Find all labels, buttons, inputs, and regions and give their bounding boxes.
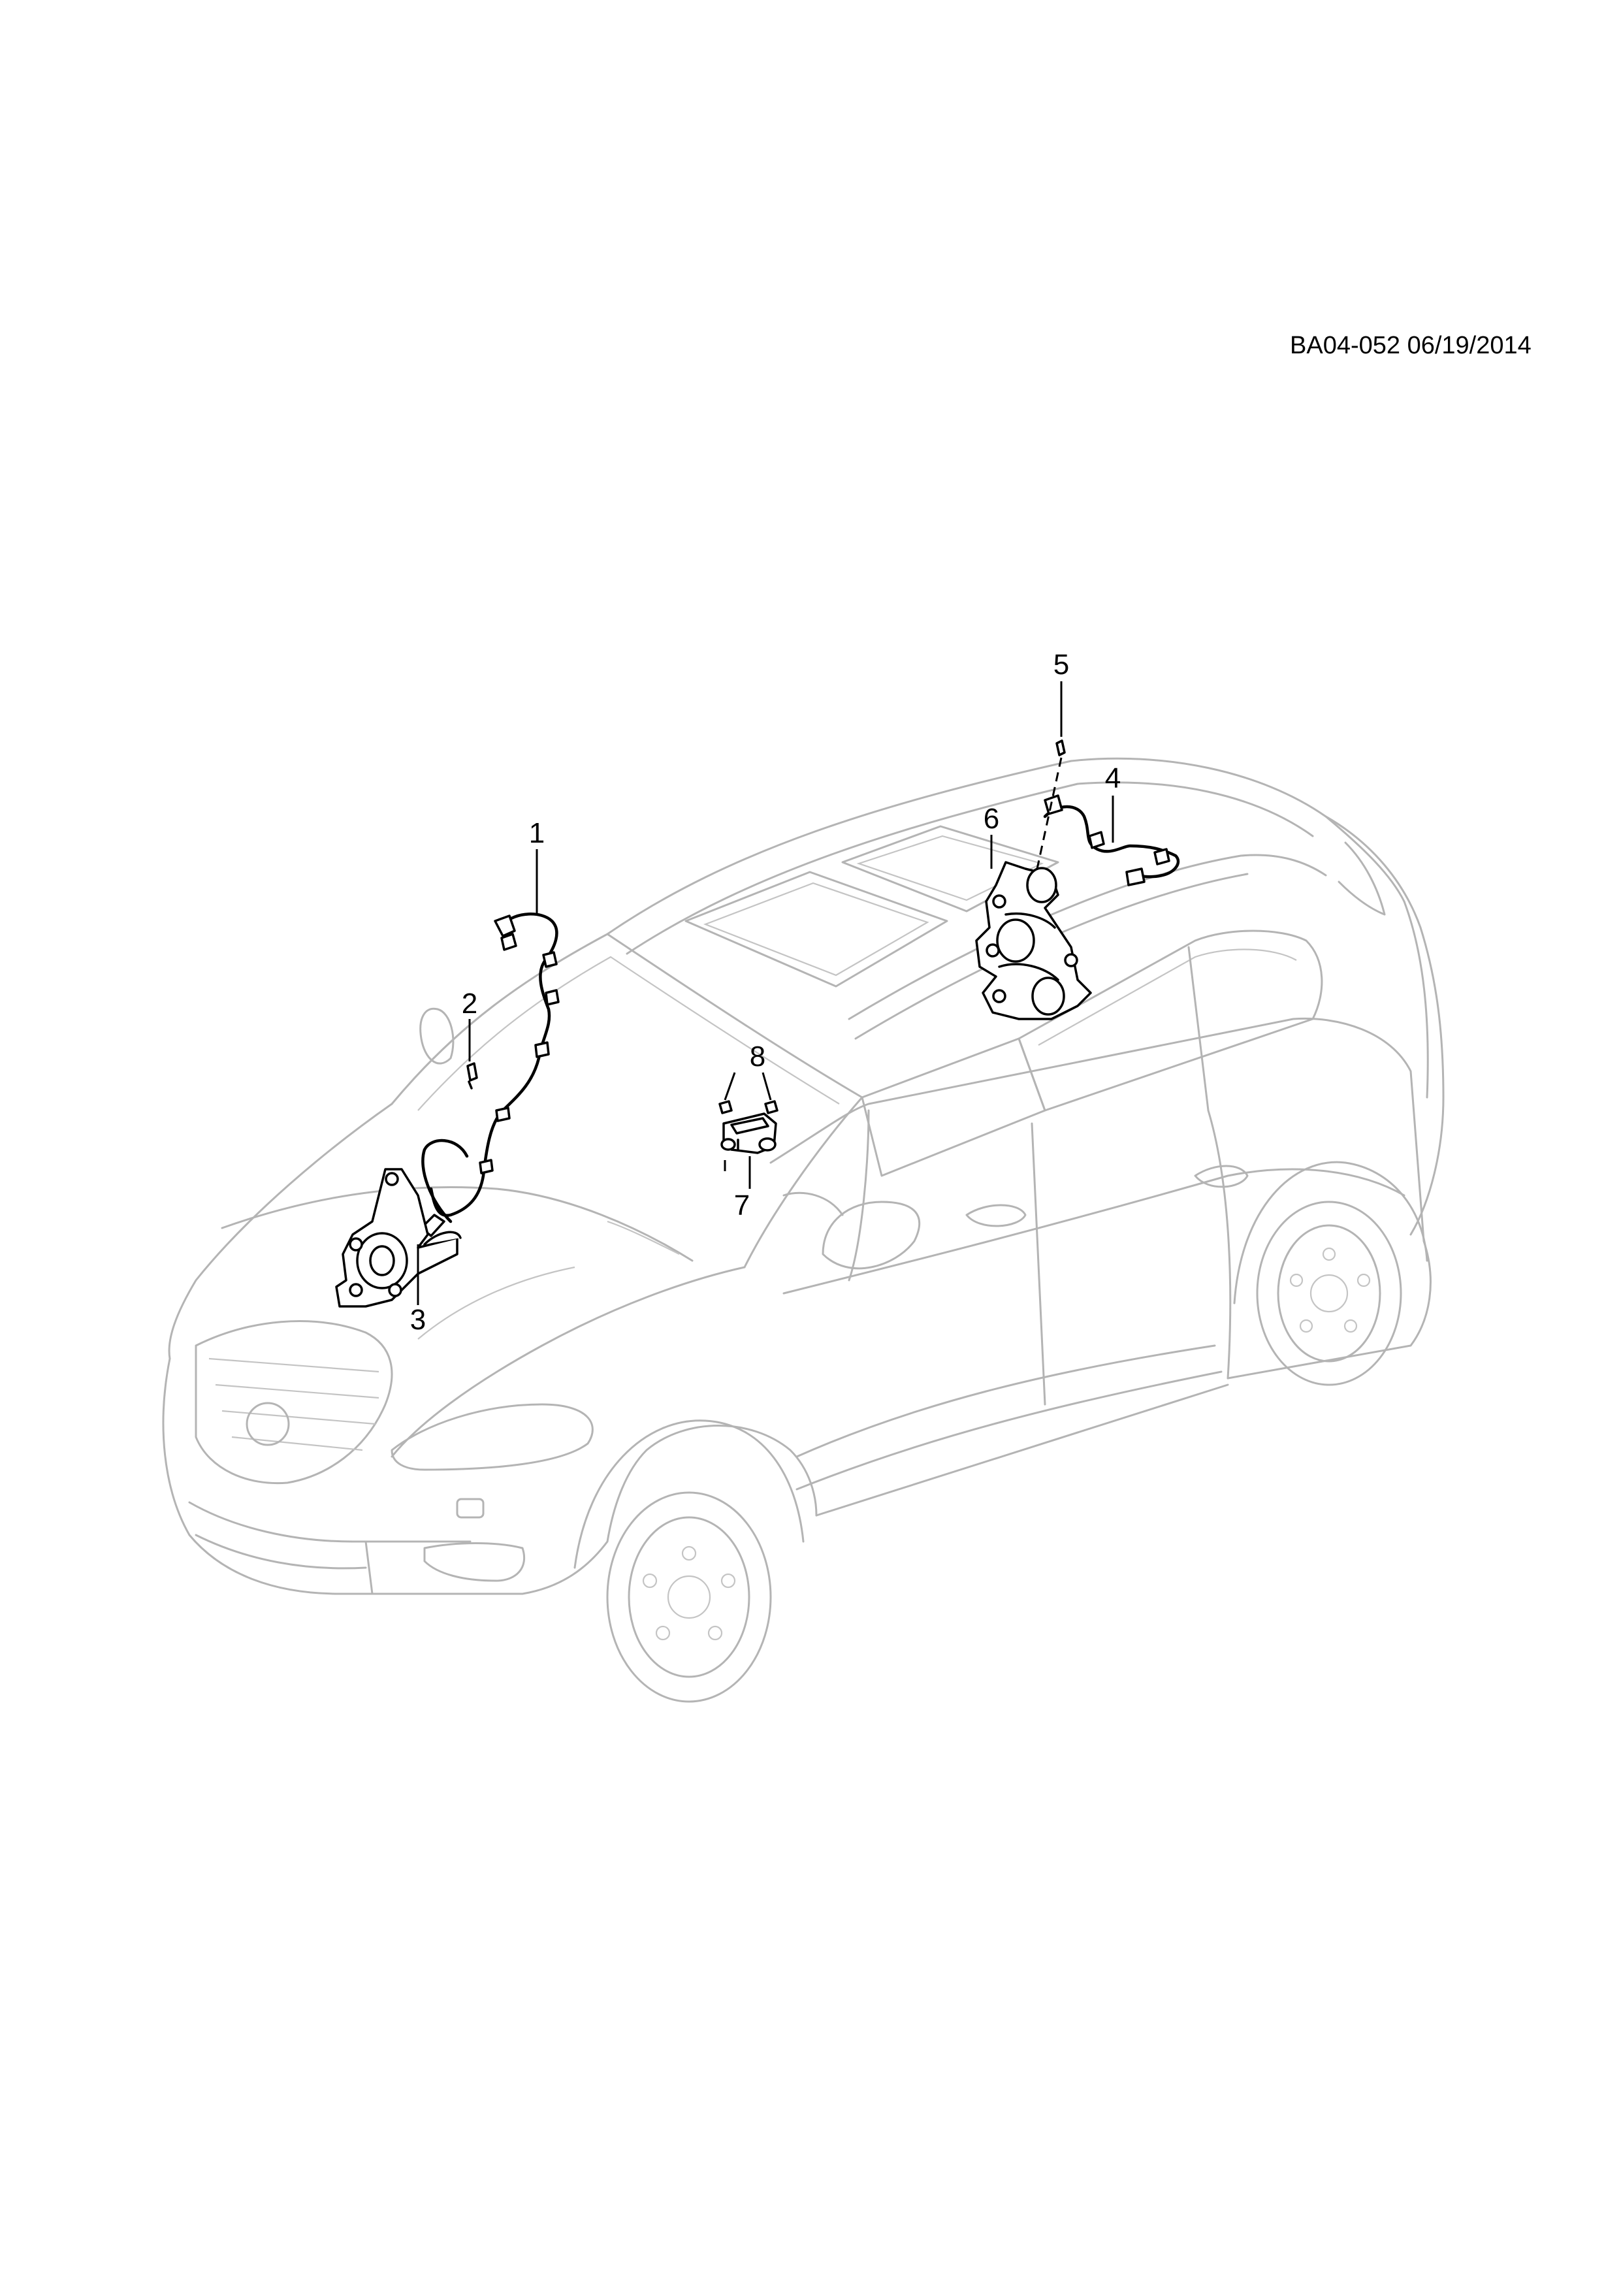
callout-6: 6: [984, 803, 999, 835]
part-2-bolt: [466, 1062, 478, 1090]
part-7-sensor-module: [720, 1112, 777, 1154]
callout-1: 1: [529, 817, 545, 849]
vehicle-outline: [162, 757, 1445, 1703]
callout-4: 4: [1105, 762, 1121, 794]
part-4-rear-wheel-speed-sensor-harness: [1043, 794, 1180, 886]
callout-5: 5: [1053, 649, 1069, 681]
part-6-rear-knuckle: [975, 861, 1092, 1020]
part-1-front-wheel-speed-sensor-harness: [429, 913, 560, 1218]
part-8-nuts: [718, 1100, 778, 1114]
callout-3: 3: [410, 1304, 426, 1336]
callout-2: 2: [462, 988, 477, 1020]
part-5-bolt: [1036, 739, 1066, 869]
part-3-front-steering-knuckle: [335, 1139, 469, 1308]
leader-lines: [417, 681, 1114, 1305]
callout-7: 7: [734, 1189, 750, 1221]
callout-labels: 1 2 3 4 5 6 7 8: [410, 649, 1121, 1336]
callout-8: 8: [750, 1041, 765, 1073]
document-reference: BA04-052 06/19/2014: [1290, 332, 1532, 359]
